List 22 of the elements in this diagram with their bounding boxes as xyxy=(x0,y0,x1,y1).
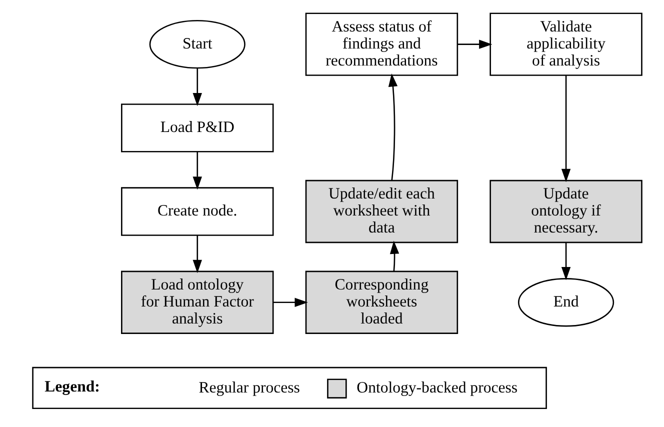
arrow xyxy=(561,75,571,182)
node-box: Update/edit each worksheet with data xyxy=(305,180,458,244)
arrow xyxy=(390,240,400,272)
node-box: Assess status of findings and recommendations xyxy=(305,12,458,76)
arrow xyxy=(388,73,398,180)
node-box: Load ontology for Human Factor analysis xyxy=(121,270,274,334)
arrow xyxy=(458,40,492,49)
arrow xyxy=(192,68,202,106)
node-box: Update ontology if necessary. xyxy=(490,180,642,244)
node-box: Validate applicability of analysis xyxy=(490,12,642,76)
arrow xyxy=(561,242,571,280)
arrow xyxy=(192,236,202,274)
label: Legend: xyxy=(44,378,100,396)
node-ellipse: End xyxy=(518,278,614,327)
legend-label: Ontology-backed process xyxy=(356,380,518,397)
node-box: Corresponding worksheets loaded xyxy=(305,270,458,334)
arrow xyxy=(192,152,202,190)
legend-label: Regular process xyxy=(198,380,300,397)
node-box: Create node. xyxy=(121,187,274,236)
node-ellipse: Start xyxy=(149,20,246,69)
node-box: Load P&ID xyxy=(121,104,274,152)
arrow xyxy=(273,298,308,307)
